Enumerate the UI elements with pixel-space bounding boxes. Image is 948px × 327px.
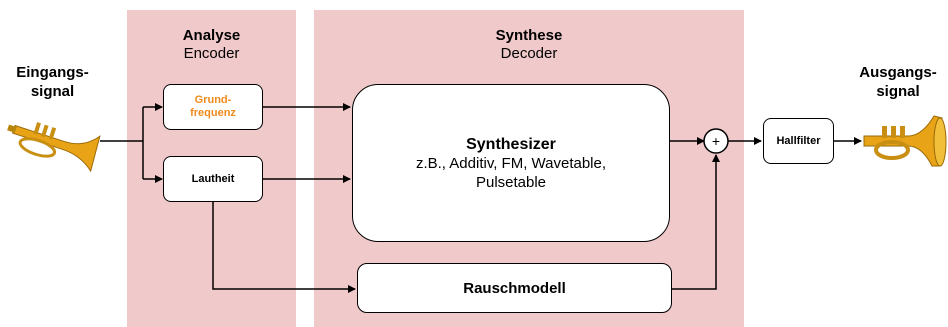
synthese-title-label: Synthese [495,27,563,44]
synthesizer-title: Synthesizer [466,135,556,153]
sum-symbol: + [712,133,720,149]
grundfrequenz-line1: Grund- [194,94,232,106]
analyse-title: Analyse Encoder [127,27,296,63]
synthese-title: Synthese Decoder [314,27,744,63]
hallfilter-block: Hallfilter [763,118,834,164]
grundfrequenz-block: Grund- frequenz [163,84,263,130]
input-trumpet-icon [7,122,101,173]
grundfrequenz-line2: frequenz [190,107,236,119]
hallfilter-label: Hallfilter [776,134,821,147]
lautheit-label: Lautheit [191,172,235,185]
synthesizer-desc-line2: Pulsetable [475,173,547,191]
input-signal-line1: Eingangs- [16,64,89,81]
output-signal-line1: Ausgangs- [859,64,937,81]
rauschmodell-block: Rauschmodell [357,263,672,313]
lautheit-block: Lautheit [163,156,263,202]
output-signal-line2: signal [876,83,920,100]
analyse-title-label: Analyse [182,27,241,44]
synthesizer-block: Synthesizer z.B., Additiv, FM, Wavetable… [352,84,670,242]
input-signal-line2: signal [30,83,75,100]
output-trumpet-icon [863,115,947,167]
input-signal-label: Eingangs- signal [0,63,105,101]
rauschmodell-label: Rauschmodell [463,279,566,297]
output-signal-label: Ausgangs- signal [848,63,948,101]
synthesizer-desc-line1: z.B., Additiv, FM, Wavetable, [415,154,607,172]
analyse-subtitle: Encoder [183,45,240,62]
synthese-subtitle: Decoder [500,45,558,62]
